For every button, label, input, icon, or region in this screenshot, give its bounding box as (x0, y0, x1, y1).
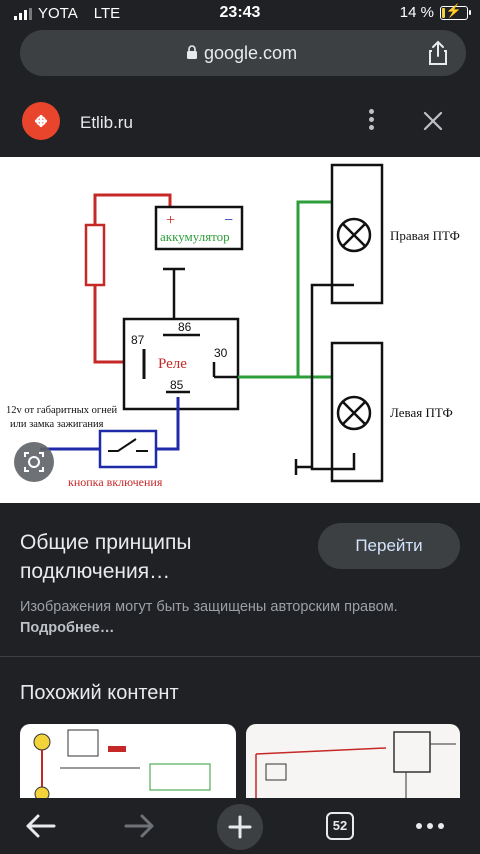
result-title: Общие принципы подключения… (20, 531, 192, 583)
site-favicon-icon (22, 102, 60, 140)
status-time: 23:43 (219, 4, 261, 21)
carrier-name: YOTA (38, 5, 78, 22)
blue-wire (156, 397, 180, 451)
copyright-text: Изображения могут быть защищены авторски… (20, 599, 398, 615)
lens-search-icon[interactable] (14, 442, 54, 482)
status-left: YOTA LTE (14, 5, 120, 22)
battery-percent: 14 % (399, 4, 434, 21)
status-right: 14 % ⚡ (399, 3, 471, 21)
tabs-count-button[interactable]: 52 (326, 812, 354, 840)
right-lamp-label: Правая ПТФ (390, 228, 460, 243)
copyright-notice: Изображения могут быть защищены авторски… (20, 597, 450, 639)
button-label: кнопка включения (68, 475, 163, 489)
new-tab-button[interactable] (217, 804, 263, 850)
close-icon[interactable] (420, 108, 446, 134)
pin-85: 85 (170, 378, 184, 392)
visit-button[interactable]: Перейти (318, 523, 460, 569)
left-lamp-label: Левая ПТФ (390, 405, 453, 420)
battery-box (154, 205, 244, 251)
lamp-ground-wire (310, 283, 356, 471)
back-arrow-icon[interactable] (18, 806, 62, 846)
battery-icon: ⚡ (440, 3, 471, 20)
similar-thumbnail-1[interactable] (20, 724, 236, 798)
learn-more-link[interactable]: Подробнее… (20, 620, 115, 636)
lock-icon (187, 45, 197, 59)
similar-heading: Похожий контент (20, 682, 179, 704)
status-bar: YOTA LTE 23:43 14 % ⚡ (0, 0, 480, 28)
address-bar[interactable]: google.com (20, 30, 466, 76)
share-icon[interactable] (426, 40, 450, 66)
battery-plus: + (166, 212, 175, 229)
pin-86: 86 (178, 320, 192, 334)
battery-minus: − (224, 212, 233, 229)
pin-30: 30 (214, 346, 228, 360)
plus-icon (228, 815, 252, 839)
network-type: LTE (93, 5, 121, 22)
button-box (98, 429, 158, 469)
divider (0, 656, 480, 657)
source-label-2: или замка зажигания (10, 419, 104, 430)
battery-label: аккумулятор (160, 229, 230, 244)
similar-thumbnail-2[interactable] (246, 724, 460, 798)
forward-arrow-icon[interactable] (118, 806, 162, 846)
signal-icon (14, 7, 32, 20)
bottom-toolbar: 52 (0, 798, 480, 854)
more-options-icon[interactable] (362, 108, 380, 134)
red-wire (93, 193, 172, 364)
pin-87: 87 (131, 333, 145, 347)
url-text: google.com (204, 43, 298, 63)
more-menu-icon[interactable] (408, 806, 452, 846)
relay-label: Реле (158, 356, 187, 372)
result-image[interactable]: + − аккумулятор 87 86 30 85 Реле Правая … (0, 157, 480, 503)
result-header: Etlib.ru (0, 92, 480, 156)
source-label-1: 12v от габаритных огней (6, 405, 118, 416)
fuse (84, 223, 106, 287)
wiring-diagram: + − аккумулятор 87 86 30 85 Реле Правая … (6, 163, 460, 489)
site-name[interactable]: Etlib.ru (80, 113, 133, 132)
